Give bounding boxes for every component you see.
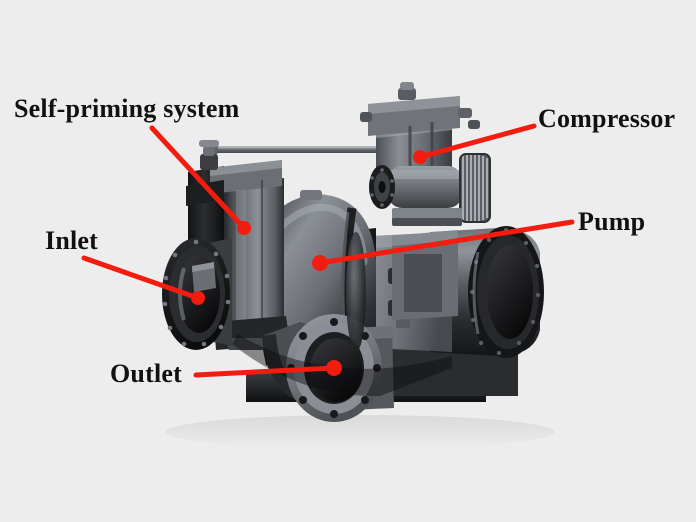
under-shadow [232,334,452,397]
callout-label-outlet: Outlet [110,359,182,388]
inlet-flange-bolts [162,239,231,347]
ground-shadow [165,415,555,449]
leader-pump [312,219,575,271]
pulley-bolts [370,168,394,207]
callout-label-pump: Pump [578,207,646,236]
callout-label-self-priming-system: Self-priming system [14,94,240,123]
leader-compressor [413,123,537,164]
outlet-flange-bolts [287,318,381,418]
leader-outlet [193,360,342,378]
leader-self-priming [149,125,251,235]
cooling-fan-shroud [459,153,491,223]
machine-assembly [162,82,555,449]
compressor-motor [369,153,491,226]
shaft-seal-ring [346,232,366,352]
compressor-body [360,82,480,320]
leader-inlet [81,255,205,305]
callout-leaders [81,123,575,378]
callout-label-compressor: Compressor [538,104,676,133]
callout-label-inlet: Inlet [45,226,98,255]
priming-valve-cap [199,140,219,170]
